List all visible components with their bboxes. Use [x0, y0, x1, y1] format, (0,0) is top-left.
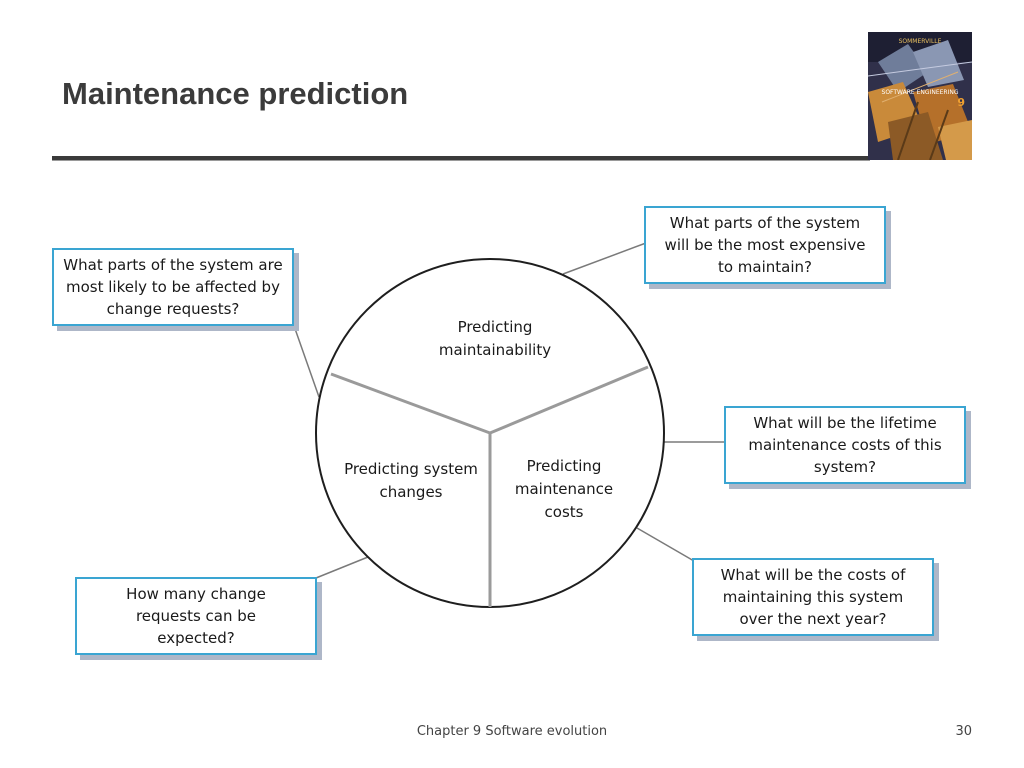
sector-label-maintainability: Predicting maintainability — [438, 318, 552, 359]
connector-affected-by-change — [292, 322, 320, 398]
question-affected-by-change: What parts of the system are most likely… — [63, 256, 283, 318]
question-box-affected-by-change: What parts of the system are most likely… — [52, 248, 294, 326]
question-box-change-requests-count: How many change requests can be expected… — [75, 577, 317, 655]
question-box-next-year-costs: What will be the costs of maintaining th… — [692, 558, 934, 636]
sector-label-system-changes: Predicting system changes — [344, 460, 478, 501]
question-next-year-costs: What will be the costs of maintaining th… — [720, 566, 906, 628]
slide-title: Maintenance prediction — [62, 76, 409, 111]
book-cover-art: SOMMERVILLE SOFTWARE ENGINEERING 9 — [868, 32, 972, 160]
page-number: 30 — [955, 724, 972, 739]
question-box-most-expensive: What parts of the system will be the mos… — [644, 206, 886, 284]
question-change-requests-count: How many change requests can be expected… — [126, 585, 266, 647]
book-title: SOFTWARE ENGINEERING — [882, 89, 959, 96]
connector-next-year-costs — [636, 527, 695, 562]
slide-footer: Chapter 9 Software evolution — [416, 724, 608, 739]
book-author: SOMMERVILLE — [899, 38, 942, 45]
sector-divider-right — [489, 365, 649, 435]
book-edition: 9 — [957, 96, 965, 109]
connector-most-expensive — [562, 242, 647, 275]
question-lifetime-costs: What will be the lifetime maintenance co… — [748, 414, 942, 476]
sector-divider-left — [330, 372, 491, 435]
title-divider — [52, 156, 870, 161]
book-cover-image: SOMMERVILLE SOFTWARE ENGINEERING 9 — [868, 32, 972, 160]
question-box-lifetime-costs: What will be the lifetime maintenance co… — [724, 406, 966, 484]
question-most-expensive: What parts of the system will be the mos… — [664, 214, 866, 276]
sector-label-maintenance-costs: Predicting maintenance costs — [514, 457, 614, 521]
connector-change-requests-count — [315, 556, 369, 579]
